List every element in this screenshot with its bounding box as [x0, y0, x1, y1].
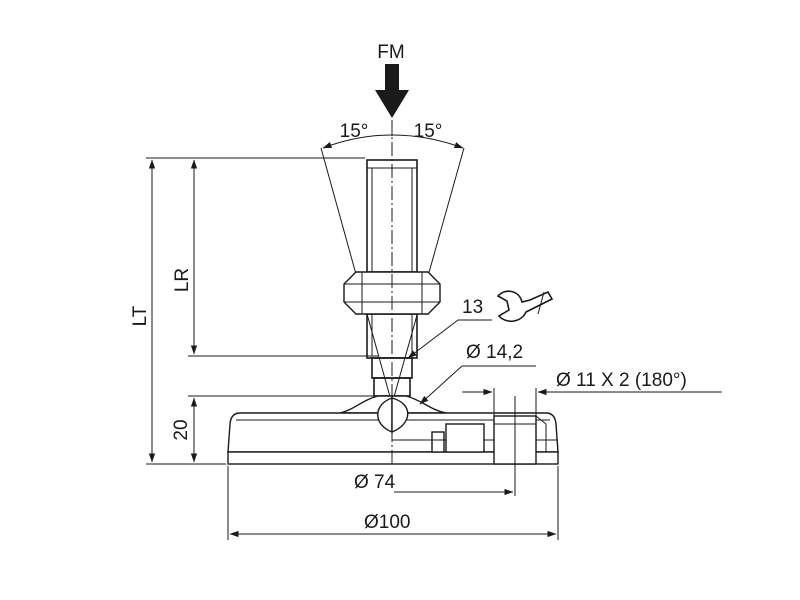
base-diameter-dimension: Ø100 — [227, 466, 559, 540]
force-arrow: FM — [375, 42, 409, 118]
base-diameter-label: Ø100 — [364, 512, 410, 533]
lt-label: LT — [130, 305, 151, 326]
wrench-icon — [496, 290, 554, 322]
hole-circle-dimension: Ø 74 — [354, 396, 516, 496]
wrench-size-label: 13 — [462, 297, 483, 318]
base-height-dimension: 20 — [171, 395, 374, 463]
wrench-callout: 13 — [407, 290, 554, 359]
angle-left-label: 15° — [340, 121, 369, 142]
ball-diameter-label: Ø 14,2 — [466, 342, 523, 363]
lt-dimension: LT — [130, 157, 365, 465]
angle-dimension: 15° 15° — [322, 121, 464, 149]
arrow-down-icon — [375, 64, 409, 118]
base-height-label: 20 — [171, 419, 192, 440]
lr-label: LR — [172, 268, 193, 292]
hole-circle-label: Ø 74 — [354, 472, 396, 493]
lr-dimension: LR — [172, 159, 378, 357]
angle-right-label: 15° — [414, 121, 443, 142]
foot-base — [227, 395, 559, 465]
holes-label: Ø 11 X 2 (180°) — [556, 370, 687, 391]
force-label: FM — [377, 42, 404, 63]
holes-dimension: Ø 11 X 2 (180°) — [462, 370, 722, 416]
ball-diameter-callout: Ø 14,2 — [419, 342, 536, 405]
